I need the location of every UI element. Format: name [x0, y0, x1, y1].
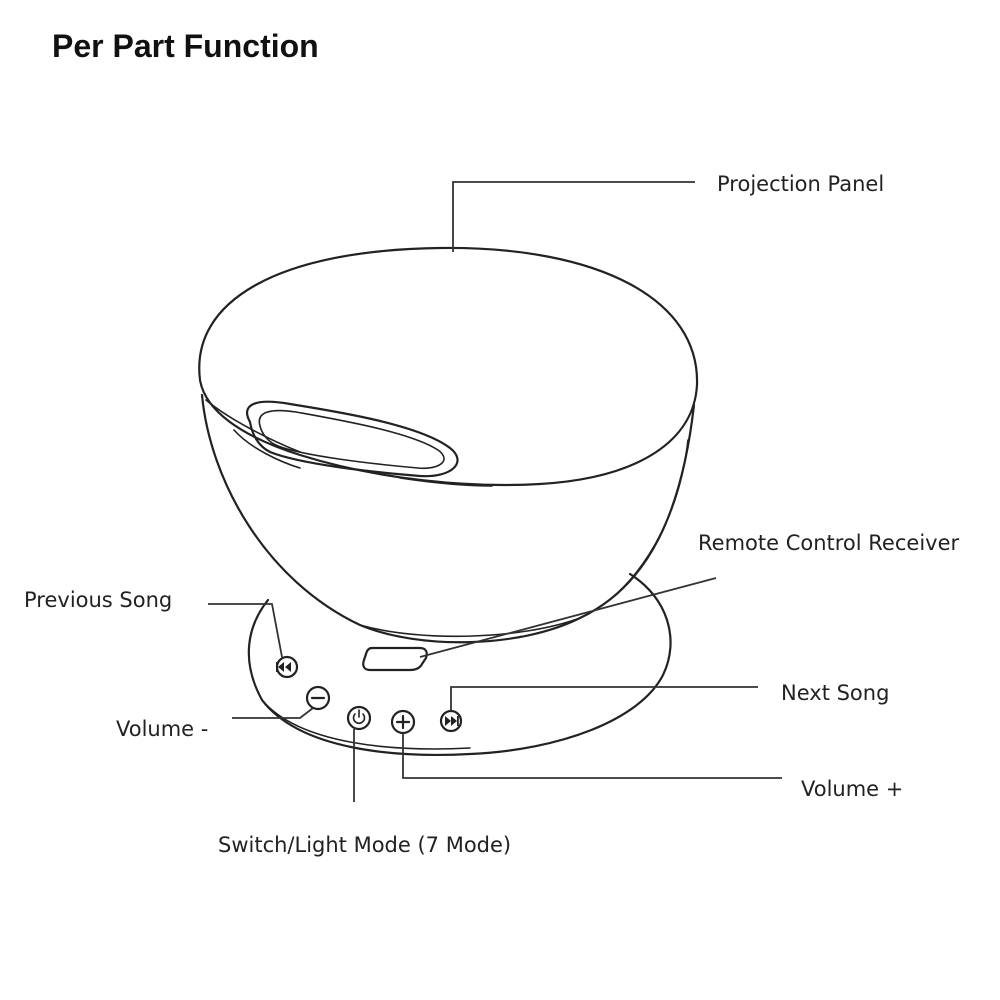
next-track-icon[interactable]: [439, 709, 463, 733]
speaker-window: [233, 400, 493, 487]
dome-body: [200, 393, 696, 644]
label-projection-panel: Projection Panel: [717, 172, 885, 196]
page-title: Per Part Function: [52, 28, 319, 64]
leader-previous-song: [208, 603, 283, 658]
plus-icon[interactable]: [390, 709, 416, 735]
base-disc: [247, 572, 672, 756]
label-next-song: Next Song: [781, 681, 890, 705]
remote-receiver-window: [362, 646, 428, 672]
label-switch-light-mode: Switch/Light Mode (7 Mode): [218, 833, 512, 857]
leader-volume-minus: [232, 707, 314, 719]
leader-volume-plus: [402, 733, 782, 779]
label-remote-control-receiver: Remote Control Receiver: [698, 531, 960, 555]
power-icon[interactable]: [346, 705, 372, 731]
leader-remote-control-receiver: [419, 577, 717, 658]
label-volume-minus: Volume -: [116, 717, 209, 741]
leader-projection-panel: [452, 181, 695, 252]
previous-track-icon[interactable]: [275, 655, 299, 679]
projection-panel-shape: [198, 246, 699, 487]
minus-icon[interactable]: [305, 685, 331, 711]
leader-next-song: [450, 686, 758, 711]
label-previous-song: Previous Song: [24, 588, 173, 612]
label-volume-plus: Volume +: [801, 777, 904, 801]
